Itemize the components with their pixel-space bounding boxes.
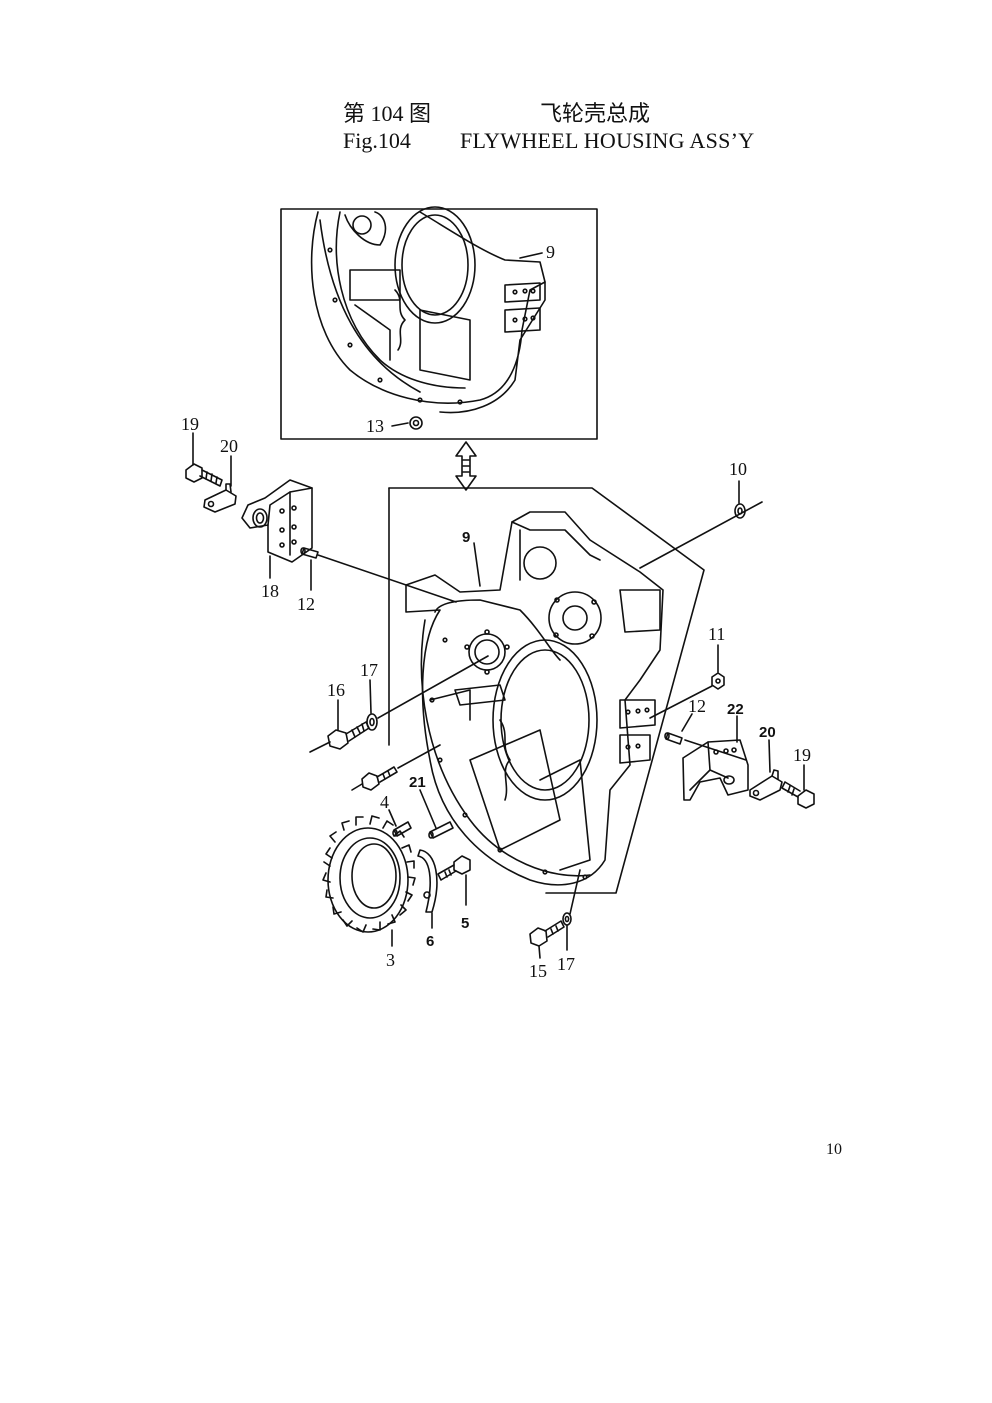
figure-number-en: Fig.104: [343, 128, 411, 153]
dowel-4-icon: [392, 821, 412, 837]
callout-4: 4: [380, 792, 389, 812]
leader-15: [538, 945, 541, 959]
flywheel-housing-inset-drawing: [310, 206, 546, 430]
main-assembly-frame: [388, 487, 705, 894]
bolt-5-icon: [437, 855, 471, 881]
leader-9-top: [519, 252, 543, 259]
callout-13: 13: [366, 416, 384, 436]
locking-plate-20-right-icon: [749, 769, 783, 801]
leader-line-16-tail: [309, 741, 331, 753]
washer-17-bottom-icon: [562, 912, 572, 926]
leader-9-main: [473, 542, 481, 587]
callout-3: 3: [386, 950, 395, 970]
callout-21: 21: [409, 774, 426, 791]
bolt-19-left-icon: [185, 463, 223, 487]
bolt-19-right-icon: [781, 781, 815, 809]
callout-12-left: 12: [297, 594, 315, 614]
callout-20-right: 20: [759, 724, 776, 741]
callout-6: 6: [426, 933, 434, 950]
leader-line-12-left: [317, 554, 457, 603]
callout-9-top: 9: [546, 242, 555, 262]
callout-10: 10: [729, 459, 747, 479]
callout-5: 5: [461, 915, 469, 932]
leader-17-left: [369, 679, 372, 714]
leader-4: [388, 809, 397, 827]
leader-20-right: [768, 739, 771, 773]
bracket-18-icon: [241, 479, 313, 563]
bolt-unlabeled-icon: [361, 766, 398, 791]
nut-11-icon: [711, 672, 725, 690]
callout-12-right: 12: [688, 696, 706, 716]
callout-11: 11: [708, 624, 725, 644]
leader-line-10: [639, 501, 763, 569]
bolt-15-icon: [529, 920, 565, 947]
callout-16: 16: [327, 680, 345, 700]
locking-plate-20-left-icon: [203, 483, 237, 513]
dowel-pin-12-right-icon: [664, 732, 683, 745]
double-arrow-icon: [455, 441, 477, 491]
leader-line-15: [569, 869, 581, 915]
page-number: 10: [826, 1141, 842, 1158]
dowel-pin-12-left-icon: [300, 547, 319, 559]
callout-9-main: 9: [462, 529, 470, 546]
ring-gear-3-icon: [322, 815, 416, 933]
lock-plate-6-icon: [417, 849, 438, 913]
bracket-22-icon: [682, 739, 749, 801]
leader-12-right: [681, 713, 693, 732]
callout-20-left: 20: [220, 436, 238, 456]
callout-17-left: 17: [360, 660, 378, 680]
callout-22: 22: [727, 701, 744, 718]
washer-17-left-icon: [366, 713, 378, 731]
leader-21: [419, 789, 437, 829]
leader-line-bolt: [397, 744, 441, 769]
inset-frame: [280, 208, 598, 440]
figure-number-cn: 第 104 图: [343, 101, 432, 126]
figure-title-en: FLYWHEEL HOUSING ASS’Y: [460, 128, 755, 153]
flywheel-housing-main-drawing: [405, 511, 664, 886]
callout-18: 18: [261, 581, 279, 601]
dowel-21-icon: [428, 821, 454, 839]
bolt-16-icon: [327, 721, 370, 750]
leader-line-bolt-tail: [351, 783, 363, 791]
callout-19-left: 19: [181, 414, 199, 434]
leader-line-16: [377, 655, 489, 719]
leader-line-11: [649, 685, 713, 719]
figure-title-cn: 飞轮壳总成: [540, 101, 651, 126]
callout-17-bottom: 17: [557, 954, 575, 974]
callout-15: 15: [529, 961, 547, 981]
leader-13: [391, 422, 409, 427]
callout-19-right: 19: [793, 745, 811, 765]
